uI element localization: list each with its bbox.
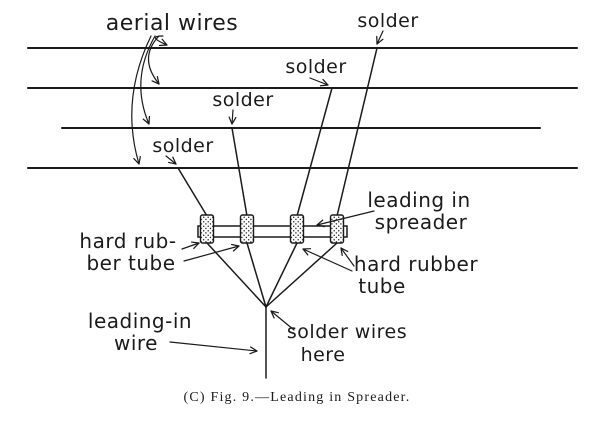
leading-in-wire-label-line2: wire <box>114 331 158 355</box>
hard-rubber-right-leader-2 <box>302 248 353 272</box>
lead-wire-from-wire-3 <box>231 127 248 217</box>
label-leaders <box>169 210 375 355</box>
hard-rubber-left-label-line2: ber tube <box>86 251 175 275</box>
hard-rubber-right-label-line1: hard rubber <box>354 252 478 276</box>
rubber-tube-3 <box>289 214 305 244</box>
solder-leader-4 <box>165 155 177 165</box>
solder-leader-3 <box>228 109 237 125</box>
hard-rubber-left-leader-1 <box>181 241 200 250</box>
rubber-tube-2 <box>239 214 255 244</box>
labels-group: aerial wires solder solder solder solder… <box>79 10 478 366</box>
hard-rubber-left-leader-2 <box>183 243 240 262</box>
figure-caption: (C) Fig. 9.—Leading in Spreader. <box>184 390 411 405</box>
lead-wire-from-wire-4 <box>177 167 208 217</box>
spreader-leader <box>316 210 375 228</box>
lower-lead-2 <box>246 242 267 308</box>
aerial-wires-label: aerial wires <box>106 11 238 36</box>
upper-lead-wires <box>177 47 378 217</box>
aerial-pointer-2 <box>147 35 160 85</box>
lower-lead-wires <box>206 242 338 379</box>
lower-lead-1 <box>206 242 267 308</box>
lead-wire-from-wire-1 <box>336 47 378 217</box>
solder-label-1: solder <box>357 10 418 32</box>
leading-in-spreader-label-line2: spreader <box>375 210 468 234</box>
lead-wire-from-wire-2 <box>296 87 333 217</box>
rubber-tube-1 <box>199 214 215 244</box>
aerial-wires-group <box>27 47 578 169</box>
aerial-pointer-1 <box>154 35 168 47</box>
solder-label-3: solder <box>212 89 273 111</box>
aerial-pointer-4 <box>131 35 152 165</box>
aerial-wires-pointers <box>131 35 168 165</box>
leading-in-wire-leader <box>169 341 258 355</box>
solder-wires-here-label-line2: here <box>301 344 346 366</box>
lower-lead-4 <box>265 242 338 308</box>
solder-leaders <box>165 30 384 165</box>
lower-lead-3 <box>265 242 298 308</box>
solder-wires-here-leader <box>270 310 295 331</box>
solder-leader-1 <box>376 30 384 45</box>
hard-rubber-right-label-line2: tube <box>358 274 406 298</box>
leading-in-wire-label-line1: leading-in <box>88 309 192 333</box>
spreader-assembly <box>197 214 348 244</box>
aerial-pointer-3 <box>140 35 156 125</box>
solder-label-4: solder <box>152 135 213 157</box>
hard-rubber-right-leader-1 <box>340 247 355 267</box>
spreader-bar <box>197 225 348 238</box>
leading-in-spreader-label-line1: leading in <box>367 188 470 212</box>
hard-rubber-left-label-line1: hard rub- <box>79 229 176 253</box>
solder-leader-2 <box>309 77 329 87</box>
solder-wires-here-label-line1: solder wires <box>287 321 407 343</box>
solder-label-2: solder <box>285 56 346 78</box>
